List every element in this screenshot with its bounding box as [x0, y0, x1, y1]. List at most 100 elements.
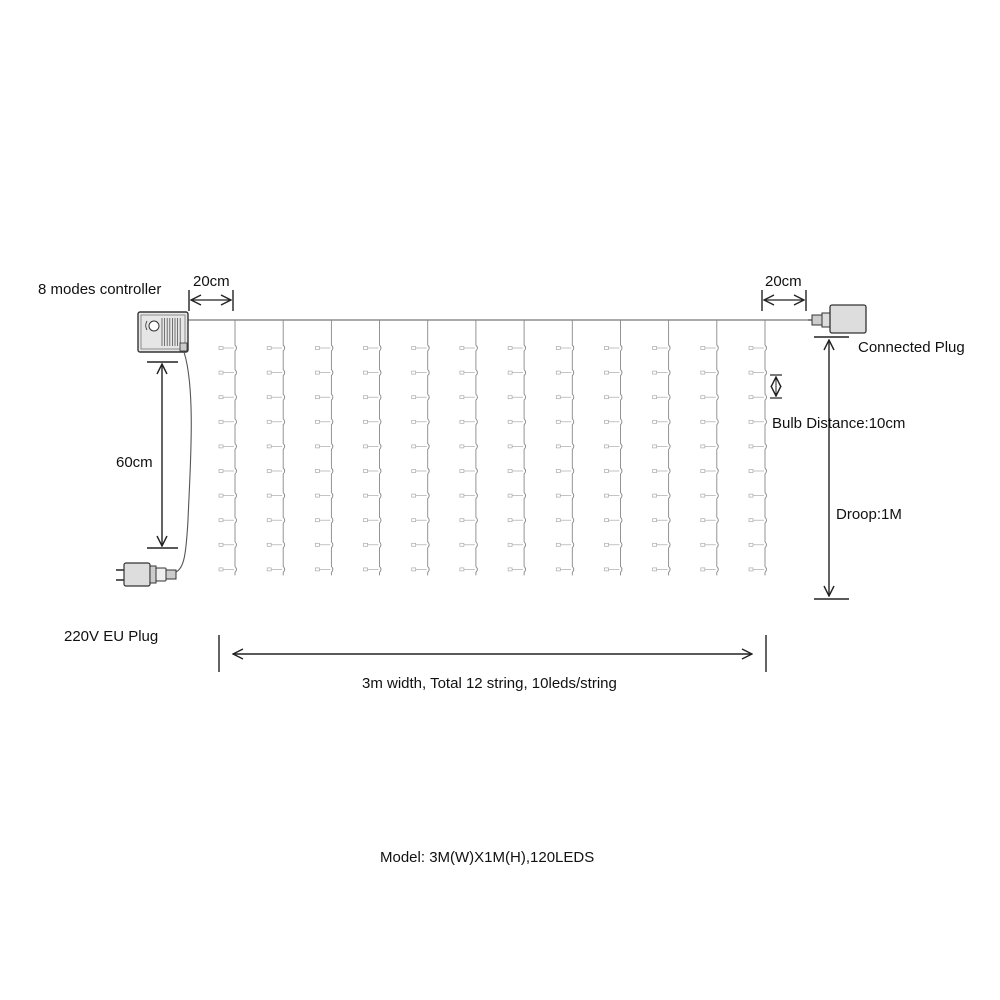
led-bulb [748, 567, 754, 572]
led-bulb [459, 567, 465, 572]
led-bulb [507, 419, 513, 424]
led-bulb [363, 370, 368, 375]
led-bulb [700, 542, 706, 547]
led-bulb [700, 469, 706, 473]
led-string [411, 320, 430, 576]
led-bulb [363, 419, 368, 424]
led-bulb [363, 469, 368, 473]
led-bulb [363, 542, 368, 547]
led-bulb [555, 444, 561, 449]
string-wire [668, 320, 671, 576]
bulb-distance-label: Bulb Distance:10cm [772, 415, 906, 432]
led-bulb [748, 518, 754, 523]
led-string [218, 320, 237, 576]
controller-vents [161, 318, 181, 346]
led-bulb [555, 370, 561, 375]
led-bulb [604, 542, 609, 547]
led-bulb [652, 395, 657, 400]
lead-length-dimension [147, 361, 178, 549]
led-bulb [218, 518, 224, 523]
led-bulb [459, 542, 465, 547]
led-bulb [748, 346, 754, 350]
led-bulb [555, 493, 561, 498]
led-bulb [218, 493, 224, 498]
led-bulb [411, 518, 417, 523]
led-bulb [218, 370, 224, 375]
led-bulb [700, 567, 706, 572]
led-bulb [604, 567, 609, 572]
lead-cable [175, 351, 192, 573]
led-bulb [266, 469, 272, 473]
led-bulb [266, 567, 272, 572]
led-bulb [218, 395, 224, 400]
led-bulb [459, 518, 465, 523]
led-bulb [507, 542, 513, 547]
led-bulb [748, 469, 754, 473]
controller-sensor-icon [148, 320, 160, 332]
led-bulb [411, 346, 417, 350]
led-string [604, 320, 623, 576]
led-bulb [748, 395, 754, 400]
led-bulb [604, 444, 609, 449]
led-bulb [266, 395, 272, 400]
led-bulb [266, 518, 272, 523]
led-bulb [411, 493, 417, 498]
led-bulb [507, 444, 513, 449]
string-wire [571, 320, 575, 576]
led-bulb [555, 518, 561, 523]
connected-plug-label: Connected Plug [858, 339, 965, 356]
led-bulb [604, 518, 609, 523]
right-spacing-dimension [761, 290, 807, 311]
led-bulb [315, 395, 320, 400]
led-bulb [411, 542, 417, 547]
led-string [652, 320, 671, 576]
led-bulb [411, 419, 417, 424]
led-bulb [363, 395, 368, 400]
led-bulb [363, 518, 368, 523]
led-bulb [363, 567, 368, 572]
string-wire [379, 320, 382, 576]
led-bulb [459, 346, 465, 350]
droop-dimension [814, 336, 849, 600]
eu-plug-icon [116, 562, 177, 587]
led-bulb [652, 469, 657, 473]
led-bulb [507, 346, 513, 350]
led-bulb [507, 370, 513, 375]
led-string [459, 320, 478, 576]
led-bulb [218, 567, 224, 572]
led-bulb [411, 444, 417, 449]
led-string [748, 320, 767, 576]
led-bulb [700, 493, 706, 498]
led-bulb [266, 493, 272, 498]
led-bulb [315, 567, 320, 572]
led-bulb [315, 542, 320, 547]
led-string [266, 320, 286, 576]
bulb-distance-dimension [770, 374, 782, 399]
led-bulb [604, 346, 609, 350]
led-bulb [700, 419, 706, 424]
led-bulb [604, 493, 609, 498]
led-bulb [363, 346, 368, 350]
left-spacing-label: 20cm [193, 273, 230, 290]
led-bulb [555, 567, 561, 572]
led-bulb [315, 444, 320, 449]
led-bulb [411, 370, 417, 375]
led-bulb [652, 346, 657, 350]
led-bulb [748, 444, 754, 449]
led-bulb [218, 469, 224, 473]
led-bulb [555, 419, 561, 424]
led-bulb [459, 493, 465, 498]
width-label: 3m width, Total 12 string, 10leds/string [362, 675, 617, 692]
led-bulb [411, 469, 417, 473]
led-bulb [266, 370, 272, 375]
string-wire [764, 320, 767, 576]
led-bulb [459, 370, 465, 375]
led-bulb [555, 395, 561, 400]
led-bulb [748, 493, 754, 498]
led-bulb [459, 395, 465, 400]
led-bulb [652, 370, 657, 375]
led-bulb [748, 419, 754, 424]
led-bulb [218, 444, 224, 449]
led-bulb [604, 469, 609, 473]
